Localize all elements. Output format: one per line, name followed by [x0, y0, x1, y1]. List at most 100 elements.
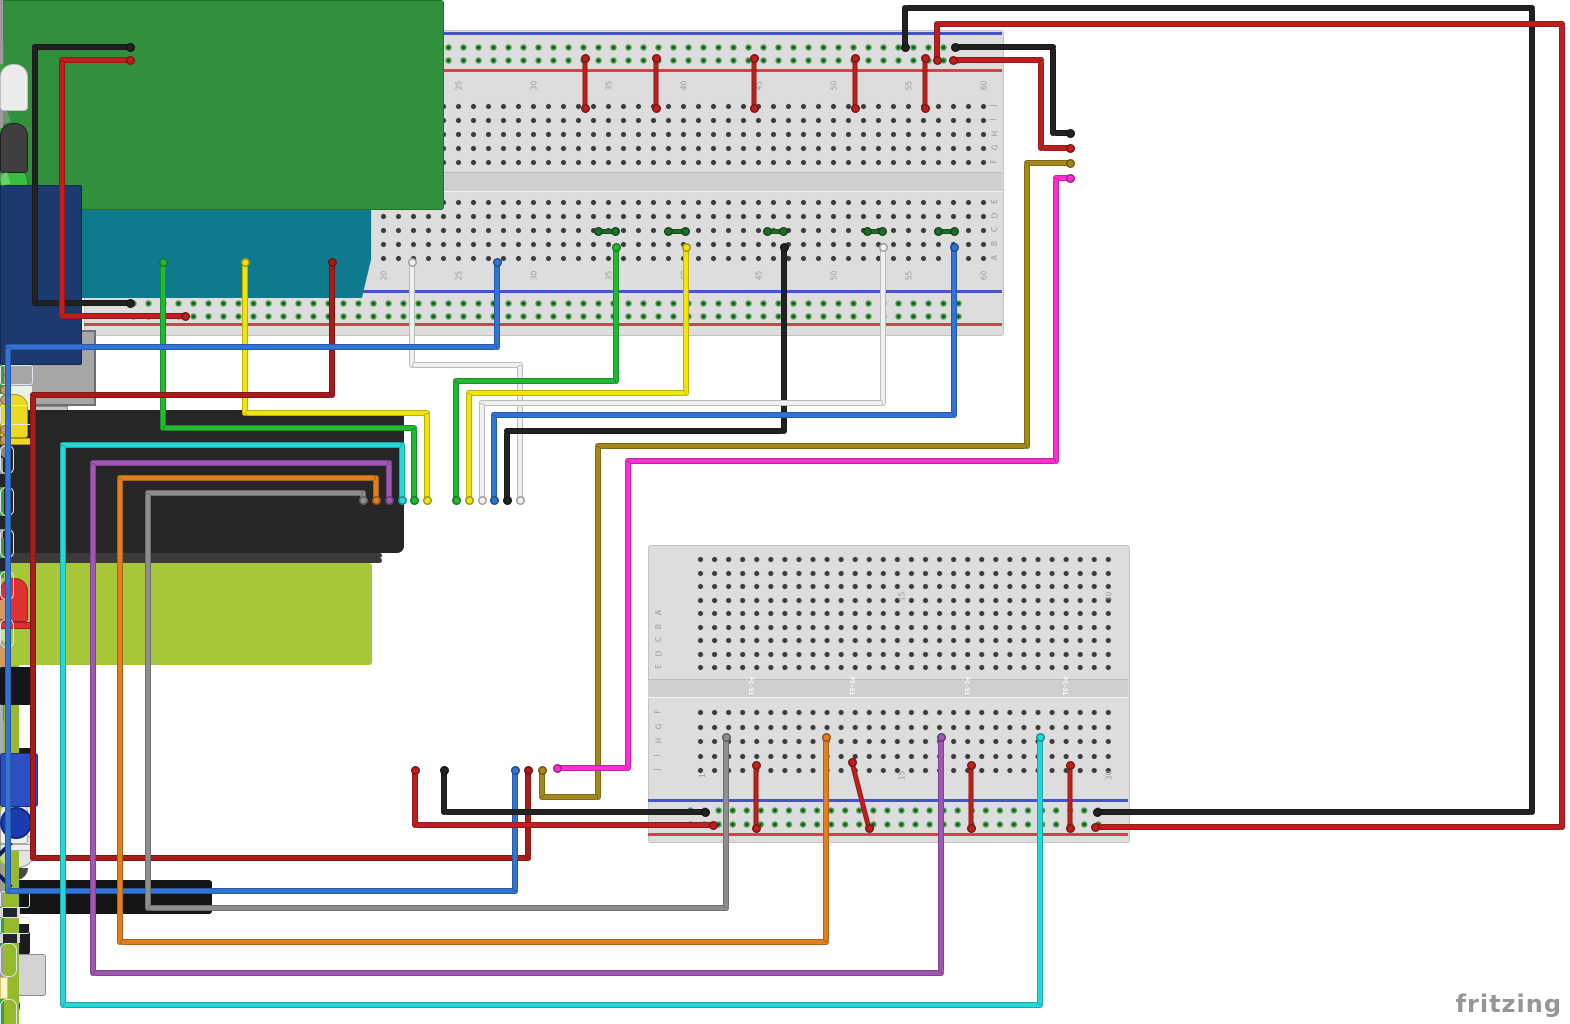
jumper-ir4-end[interactable]	[1065, 760, 1075, 770]
wire-lcd-sda[interactable]	[1024, 163, 1030, 449]
wire-ir4-out[interactable]	[60, 445, 67, 1008]
jumper-ir1-end[interactable]	[751, 823, 761, 833]
wire-btn4-white[interactable]	[880, 247, 886, 406]
jumper-btn2-end[interactable]	[680, 226, 690, 236]
wire-btn1-green[interactable]	[613, 247, 619, 384]
wire-led-red[interactable]	[33, 855, 531, 861]
jumper-5v-btn4[interactable]	[852, 58, 858, 111]
wire-ir4-out[interactable]	[1037, 734, 1043, 1005]
wire-lcd-vcc-end[interactable]	[948, 55, 958, 65]
wire-lcd-gnd[interactable]	[1053, 130, 1073, 136]
jumper-ir3-end[interactable]	[966, 760, 976, 770]
wire-ir1-out-end[interactable]	[358, 495, 368, 505]
wire-lcd-vcc[interactable]	[1038, 60, 1044, 151]
jumper-ir3-end[interactable]	[966, 823, 976, 833]
wire-lcd-scl[interactable]	[625, 458, 1056, 465]
wire-btn5-blue-end[interactable]	[489, 495, 499, 505]
jumper-5v-btn5[interactable]	[922, 58, 928, 111]
wire-5v-bb2[interactable]	[415, 822, 716, 828]
wire-led-green[interactable]	[163, 425, 417, 431]
wire-led-green-end[interactable]	[158, 257, 168, 267]
wire-lcd-scl[interactable]	[554, 765, 628, 771]
wire-gnd-rail-left[interactable]	[32, 47, 39, 306]
jumper-5v-btn1-end[interactable]	[580, 53, 590, 63]
jumper-btn5-end[interactable]	[933, 226, 943, 236]
wire-gnd-perimeter-end[interactable]	[900, 42, 910, 52]
jumper-5v-btn1-end[interactable]	[580, 103, 590, 113]
wire-5v-bb2-end[interactable]	[708, 820, 718, 830]
wire-led-red-end[interactable]	[327, 257, 337, 267]
wire-ir1-out[interactable]	[145, 493, 152, 911]
wire-btn2-yellow[interactable]	[683, 247, 689, 396]
wire-led-green[interactable]	[411, 428, 417, 503]
wire-5v-perimeter-end[interactable]	[1090, 822, 1100, 832]
wire-ir3-out[interactable]	[386, 460, 392, 500]
wire-gnd-bb2-end[interactable]	[439, 765, 449, 775]
wire-ir2-out[interactable]	[823, 734, 829, 942]
wire-ir2-out[interactable]	[120, 939, 829, 945]
wire-ir3-out[interactable]	[93, 970, 944, 976]
wire-btn2-yellow[interactable]	[466, 390, 686, 396]
wire-ir2-out-end[interactable]	[371, 495, 381, 505]
jumper-btn3[interactable]	[767, 228, 786, 234]
jumper-5v-btn5-end[interactable]	[920, 53, 930, 63]
wire-led-red-end[interactable]	[523, 765, 533, 775]
wire-btn4-white-end[interactable]	[477, 495, 487, 505]
jumper-btn2[interactable]	[668, 228, 688, 234]
wire-gnd-rail-left-end[interactable]	[125, 298, 135, 308]
wire-ir1-out[interactable]	[145, 490, 363, 496]
wire-btn5-blue[interactable]	[951, 247, 957, 418]
wire-led-blue-end[interactable]	[510, 765, 520, 775]
wire-ir3-out-end[interactable]	[936, 732, 946, 742]
jumper-5v-btn2-end[interactable]	[651, 103, 661, 113]
jumper-ir3[interactable]	[968, 765, 974, 831]
wire-5v-perimeter[interactable]	[937, 21, 1565, 27]
jumper-5v-btn4-end[interactable]	[850, 103, 860, 113]
jumper-ir2-end[interactable]	[847, 757, 857, 767]
wire-btn4-white[interactable]	[479, 403, 485, 503]
wire-led-yellow-end[interactable]	[422, 495, 432, 505]
wire-btn1-green-end[interactable]	[451, 495, 461, 505]
wire-btn1-green[interactable]	[453, 378, 616, 384]
wire-led-white-end[interactable]	[515, 495, 525, 505]
wire-lcd-sda-end[interactable]	[537, 765, 547, 775]
jumper-ir4-end[interactable]	[1065, 823, 1075, 833]
wire-gnd-perimeter-end[interactable]	[1092, 807, 1102, 817]
wire-5v-rail-left-end[interactable]	[125, 55, 135, 65]
jumper-btn5-end[interactable]	[949, 226, 959, 236]
jumper-ir1[interactable]	[753, 765, 759, 831]
wire-ir1-out-end[interactable]	[721, 732, 731, 742]
wire-lcd-scl[interactable]	[1053, 178, 1059, 464]
wire-5v-bb2[interactable]	[412, 770, 418, 828]
wire-lcd-sda[interactable]	[539, 794, 598, 800]
jumper-btn4-end[interactable]	[877, 226, 887, 236]
jumper-ir2[interactable]	[849, 761, 873, 832]
jumper-btn4-end[interactable]	[862, 226, 872, 236]
jumper-ir2-end[interactable]	[864, 823, 874, 833]
wire-lcd-scl[interactable]	[625, 461, 631, 771]
wire-ir2-out[interactable]	[117, 478, 124, 945]
wire-gnd-perimeter[interactable]	[905, 5, 1535, 11]
jumper-btn4[interactable]	[867, 228, 885, 234]
wire-btn4-white-end[interactable]	[878, 242, 888, 252]
jumper-btn1-end[interactable]	[610, 226, 620, 236]
wire-5v-bb2-end[interactable]	[410, 765, 420, 775]
wire-led-green-end[interactable]	[409, 495, 419, 505]
wire-lcd-vcc[interactable]	[953, 57, 1044, 63]
jumper-5v-btn1[interactable]	[582, 58, 588, 111]
wire-led-red[interactable]	[30, 395, 37, 861]
wire-btn5-blue-end[interactable]	[949, 242, 959, 252]
wire-lcd-scl-end[interactable]	[1065, 173, 1075, 183]
wire-led-white[interactable]	[412, 362, 523, 368]
wire-gnd-rail-left[interactable]	[35, 300, 133, 306]
wire-5v-perimeter[interactable]	[1092, 824, 1562, 830]
wire-led-blue-end[interactable]	[492, 257, 502, 267]
wire-led-blue[interactable]	[8, 888, 518, 894]
jumper-ir1-end[interactable]	[751, 760, 761, 770]
wire-gnd-perimeter[interactable]	[902, 5, 908, 47]
wire-ir4-out[interactable]	[60, 442, 402, 449]
wire-btn4-white[interactable]	[479, 400, 883, 407]
wire-lcd-sda[interactable]	[1024, 160, 1070, 166]
wire-ir3-out[interactable]	[90, 463, 97, 976]
wire-btn1-green[interactable]	[453, 381, 459, 503]
